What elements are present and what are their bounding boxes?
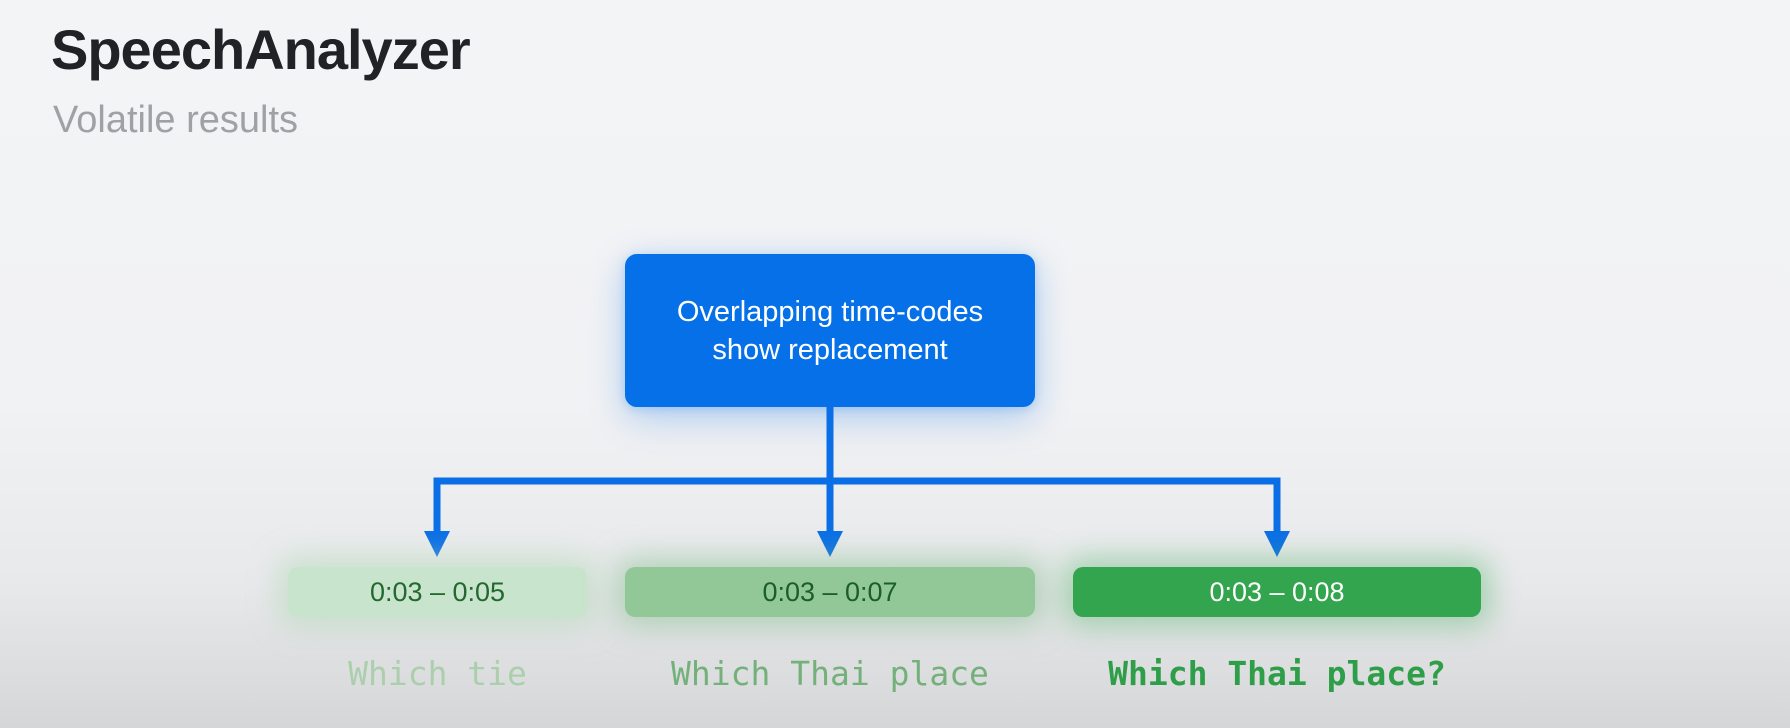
timecode-badge-3: 0:03 – 0:08 xyxy=(1073,567,1481,617)
callout-line-2: show replacement xyxy=(712,333,948,366)
arrowhead-center-icon xyxy=(817,531,843,557)
transcript-2: Which Thai place xyxy=(671,654,989,693)
arrowhead-left-icon xyxy=(424,531,450,557)
transcript-1: Which tie xyxy=(348,654,527,693)
page-title: SpeechAnalyzer xyxy=(51,18,471,81)
timecode-badge-2: 0:03 – 0:07 xyxy=(625,567,1035,617)
arrowhead-right-icon xyxy=(1264,531,1290,557)
page-subtitle: Volatile results xyxy=(53,99,299,141)
timecode-badge-1: 0:03 – 0:05 xyxy=(288,567,587,617)
callout-line-1: Overlapping time-codes xyxy=(676,295,984,328)
arrow-rail xyxy=(433,477,1281,534)
transcript-3: Which Thai place? xyxy=(1108,654,1446,693)
callout-box: Overlapping time-codes show replacement xyxy=(625,254,1035,407)
